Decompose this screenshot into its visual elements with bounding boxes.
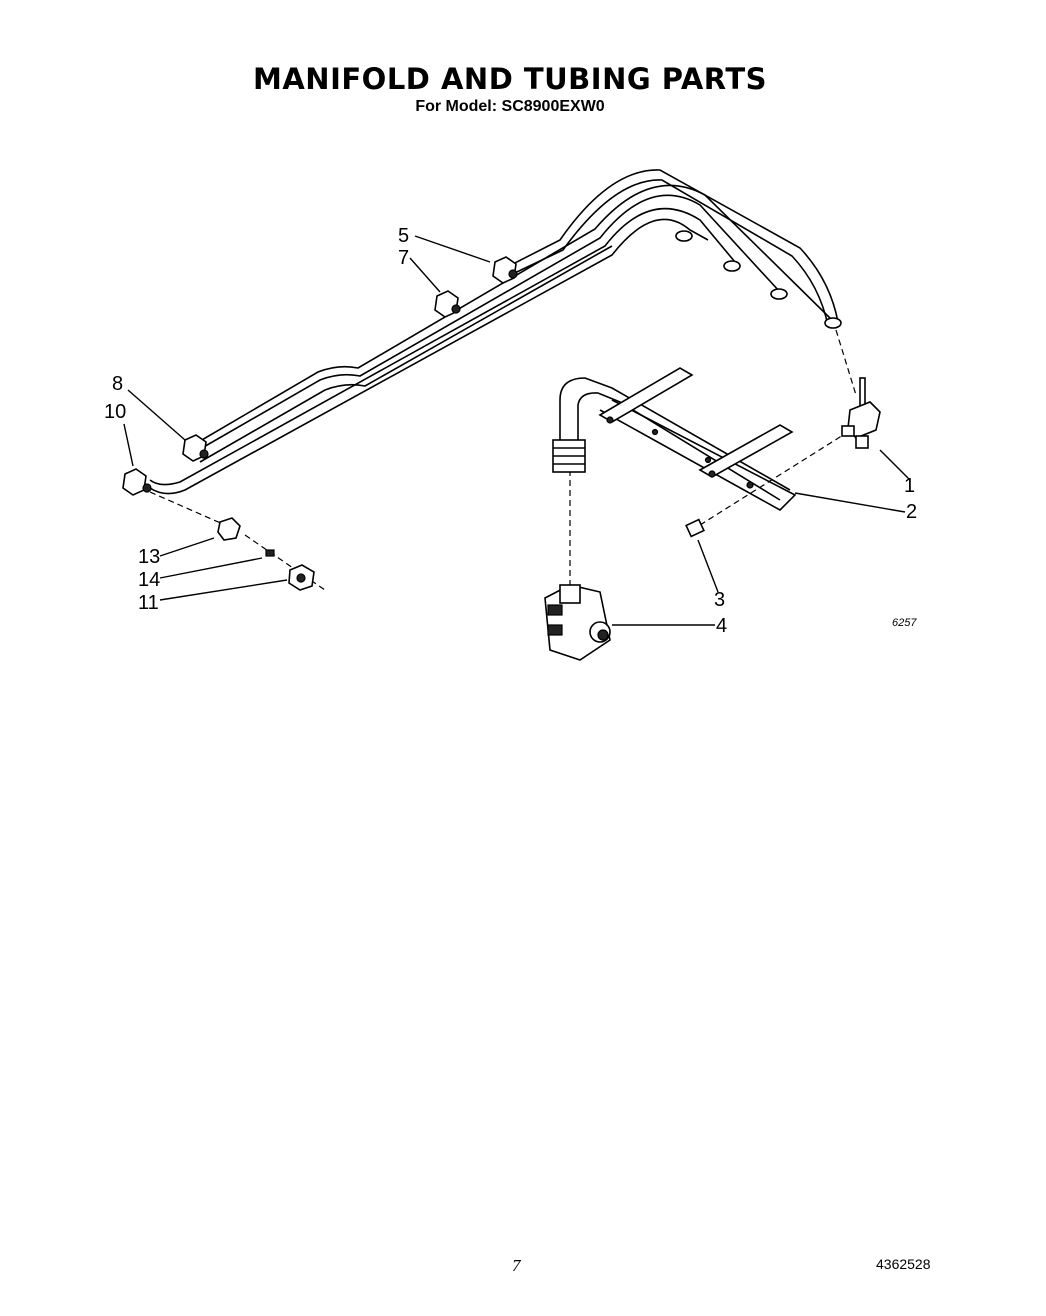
- valve-part-1: [841, 377, 881, 449]
- orifice-part-3: [685, 518, 705, 538]
- callout-4: 4: [716, 615, 727, 637]
- leader-lines: [123, 235, 911, 626]
- nut-part-11: [288, 564, 315, 591]
- tubing-assembly: [149, 169, 839, 495]
- callout-13: 13: [138, 546, 160, 568]
- fitting-nut-10: [122, 468, 152, 496]
- callout-14: 14: [138, 569, 160, 591]
- orifice-part-13: [217, 517, 241, 541]
- drawing-code: 6257: [892, 617, 917, 629]
- fitting-nut-5: [492, 256, 518, 284]
- callout-11: 11: [138, 592, 159, 614]
- pin-part-14: [265, 549, 275, 557]
- tube-ends: [675, 230, 842, 329]
- model-subtitle: For Model: SC8900EXW0: [415, 98, 605, 115]
- fitting-nut-7: [434, 290, 461, 318]
- callout-1: 1: [904, 475, 915, 497]
- manifold-pipe-part-2: [552, 367, 797, 511]
- callout-3: 3: [714, 589, 725, 611]
- callout-8: 8: [112, 373, 123, 395]
- callout-labels: 5 7 8 10 1 2 3 4 13 14 11 6257: [104, 225, 917, 637]
- assembly-lines: [149, 329, 857, 591]
- callout-2: 2: [906, 501, 917, 523]
- callout-5: 5: [398, 225, 409, 247]
- regulator-part-4: [544, 584, 611, 661]
- page-number: 7: [512, 1256, 521, 1275]
- callout-7: 7: [398, 247, 409, 269]
- page-title: MANIFOLD AND TUBING PARTS: [253, 62, 767, 96]
- document-number: 4362528: [876, 1256, 931, 1272]
- callout-10: 10: [104, 401, 126, 423]
- fitting-nut-8: [182, 434, 209, 462]
